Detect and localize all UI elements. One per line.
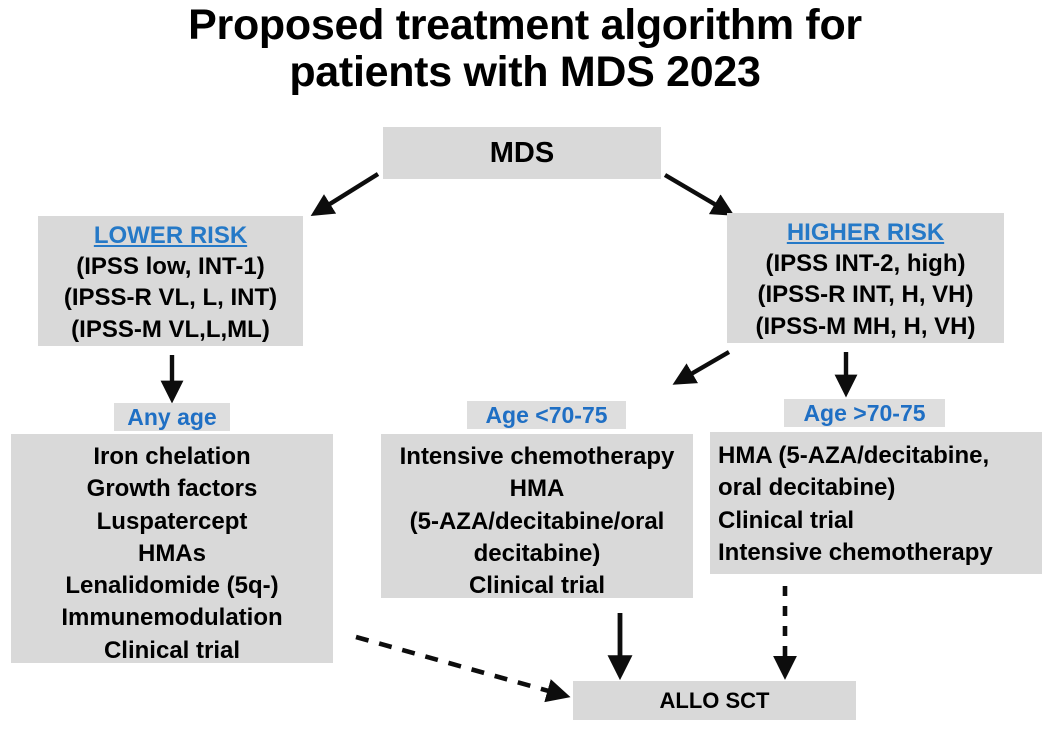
tx-old-line-2: oral decitabine) [718,474,896,502]
lower-risk-line-3: (IPSS-M VL,L,ML) [71,315,270,343]
node-mds-label: MDS [489,136,555,169]
tx-lower-line-6: Immunemodulation [61,604,283,632]
tx-young-line-5: Clinical trial [468,572,606,600]
tx-old-line-4: Intensive chemotherapy [718,538,993,566]
arrow-mds-to-lower-risk [310,172,380,216]
higher-risk-line-1: (IPSS INT-2, high) [765,250,966,278]
node-treatments-age-over-70-75[interactable]: HMA (5-AZA/decitabine, oral decitabine) … [710,432,1042,574]
label-age-under-70-75: Age <70-75 [467,401,626,429]
title-line-2: patients with MDS 2023 [289,48,761,97]
higher-risk-line-3: (IPSS-M MH, H, VH) [755,312,976,340]
tx-lower-line-3: Luspatercept [96,507,248,535]
tx-young-line-2: HMA [509,475,565,503]
lower-risk-line-2: (IPSS-R VL, L, INT) [63,284,278,312]
tx-lower-line-1: Iron chelation [93,443,251,470]
tx-young-line-1: Intensive chemotherapy [399,443,675,470]
node-allo-sct-label: ALLO SCT [659,687,770,713]
node-lower-risk[interactable]: LOWER RISK (IPSS low, INT-1) (IPSS-R VL,… [38,216,303,346]
tx-young-line-4: decitabine) [473,539,601,567]
arrow-mds-to-higher-risk [663,173,735,216]
tx-lower-line-5: Lenalidomide (5q-) [65,572,279,600]
tx-lower-line-2: Growth factors [86,475,258,503]
arrow-tx-lower-to-allo-sct-dashed [355,634,571,703]
node-treatments-age-under-70-75[interactable]: Intensive chemotherapy HMA (5-AZA/decita… [381,434,693,599]
node-mds[interactable]: MDS [383,127,661,179]
node-allo-sct[interactable]: ALLO SCT [573,681,856,720]
tx-lower-line-7: Clinical trial [103,636,241,664]
node-higher-risk[interactable]: HIGHER RISK (IPSS INT-2, high) (IPSS-R I… [727,213,1004,343]
tx-young-line-3: (5-AZA/decitabine/oral [409,507,665,535]
lower-risk-line-1: (IPSS low, INT-1) [76,253,265,281]
title-line-1: Proposed treatment algorithm for [188,1,862,49]
label-age-over-70-75: Age >70-75 [784,399,945,427]
tx-old-line-3: Clinical trial [718,506,855,534]
tx-lower-line-4: HMAs [137,539,206,567]
lower-risk-heading: LOWER RISK [93,222,248,249]
page-title: Proposed treatment algorithm for patient… [0,1,1050,97]
label-age-any: Any age [114,403,230,431]
tx-old-line-1: HMA (5-AZA/decitabine, [718,442,990,469]
node-treatments-lower-risk[interactable]: Iron chelation Growth factors Luspaterce… [11,434,333,664]
higher-risk-line-2: (IPSS-R INT, H, VH) [757,281,974,309]
higher-risk-heading: HIGHER RISK [786,219,945,246]
arrow-higher-risk-to-age-young [672,350,731,385]
